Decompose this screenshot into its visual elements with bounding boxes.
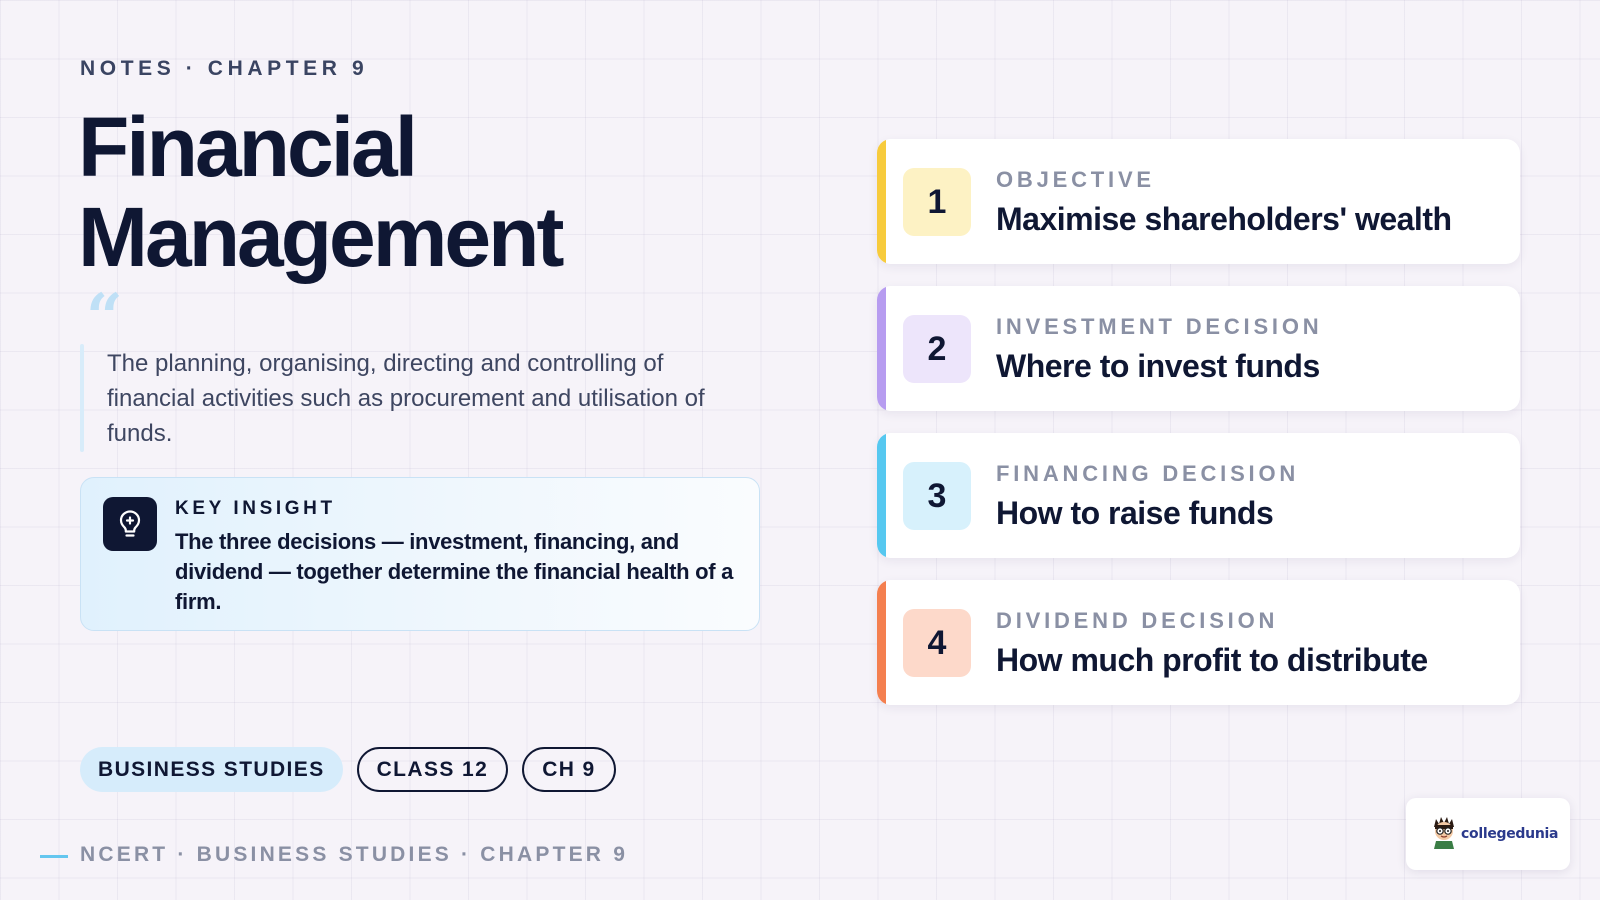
brand-name: collegedunia xyxy=(1461,826,1559,842)
card-objective: 1 OBJECTIVE Maximise shareholders' wealt… xyxy=(877,139,1520,264)
card-dividend-decision: 4 DIVIDEND DECISION How much profit to d… xyxy=(877,580,1520,705)
quote-rule xyxy=(80,344,84,452)
card-accent-bar xyxy=(877,580,886,705)
card-number: 2 xyxy=(903,315,971,383)
card-number: 1 xyxy=(903,168,971,236)
tag-class: CLASS 12 xyxy=(356,747,509,792)
title-line-1: Financial xyxy=(78,100,418,194)
key-insight-text: The three decisions — investment, financ… xyxy=(175,529,734,614)
card-text: Maximise shareholders' wealth xyxy=(996,201,1452,237)
footer-rule xyxy=(40,855,68,858)
card-label: DIVIDEND DECISION xyxy=(996,608,1279,633)
title-line-2: Management xyxy=(78,190,564,284)
card-number: 4 xyxy=(903,609,971,677)
card-number: 3 xyxy=(903,462,971,530)
quote-mark-icon: “ xyxy=(86,280,123,355)
page-title: Financial Management xyxy=(78,100,564,284)
mascot-icon xyxy=(1430,815,1458,854)
card-accent-bar xyxy=(877,286,886,411)
card-text: Where to invest funds xyxy=(996,348,1320,384)
key-insight-box: KEY INSIGHT The three decisions — invest… xyxy=(80,477,760,631)
tag-subject: BUSINESS STUDIES xyxy=(80,747,343,792)
eyebrow: NOTES · CHAPTER 9 xyxy=(80,57,369,80)
definition-text: The planning, organising, directing and … xyxy=(107,350,705,447)
card-investment-decision: 2 INVESTMENT DECISION Where to invest fu… xyxy=(877,286,1520,411)
card-text: How much profit to distribute xyxy=(996,642,1428,678)
tag-chapter: CH 9 xyxy=(522,747,616,792)
tag-list: BUSINESS STUDIES CLASS 12 CH 9 xyxy=(80,747,616,792)
key-insight-label: KEY INSIGHT xyxy=(175,498,336,519)
lightbulb-icon xyxy=(103,497,157,551)
card-accent-bar xyxy=(877,433,886,558)
card-financing-decision: 3 FINANCING DECISION How to raise funds xyxy=(877,433,1520,558)
brand-logo[interactable]: collegedunia xyxy=(1406,798,1570,870)
card-text: How to raise funds xyxy=(996,495,1274,531)
card-label: FINANCING DECISION xyxy=(996,461,1300,486)
footer-text: NCERT · BUSINESS STUDIES · CHAPTER 9 xyxy=(80,843,629,866)
card-label: OBJECTIVE xyxy=(996,167,1155,192)
card-accent-bar xyxy=(877,139,886,264)
card-label: INVESTMENT DECISION xyxy=(996,314,1323,339)
